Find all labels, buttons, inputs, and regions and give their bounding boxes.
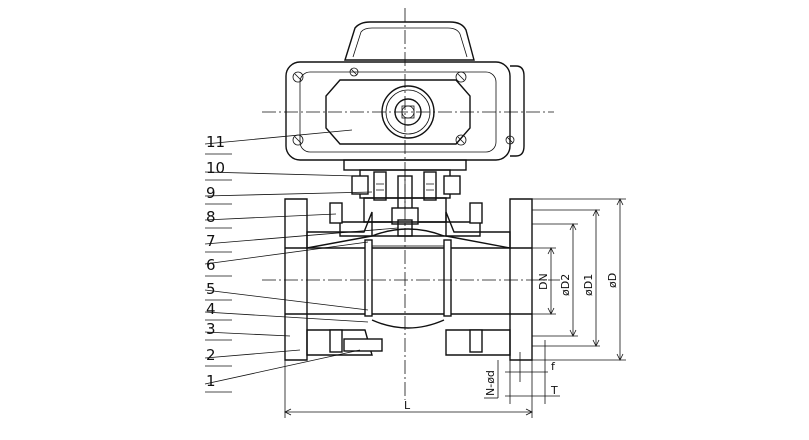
part-label-7: 7 bbox=[206, 232, 216, 250]
leader-lines bbox=[204, 129, 399, 393]
part-label-3: 3 bbox=[206, 320, 216, 338]
part-label-10: 10 bbox=[206, 159, 225, 177]
part-label-6: 6 bbox=[206, 256, 216, 274]
dimension-labels: DN øD2 øD1 øD N-ød f T L bbox=[404, 273, 619, 412]
electric-actuator bbox=[285, 21, 525, 171]
part-label-5: 5 bbox=[206, 280, 216, 298]
dim-label-f: f bbox=[551, 360, 556, 373]
part-label-9: 9 bbox=[206, 184, 216, 202]
dim-label-d: øD bbox=[606, 273, 619, 288]
part-label-11: 11 bbox=[206, 133, 225, 151]
part-label-2: 2 bbox=[206, 346, 216, 364]
dim-label-d1: øD1 bbox=[582, 274, 595, 296]
part-label-4: 4 bbox=[206, 300, 216, 318]
dim-label-n-d: N-ød bbox=[484, 370, 497, 396]
ball-and-seats bbox=[364, 228, 452, 329]
part-labels: 11 10 9 8 7 6 5 4 3 2 1 bbox=[206, 133, 225, 390]
dim-label-dn: DN bbox=[537, 273, 550, 290]
dim-label-t: T bbox=[550, 384, 558, 397]
dimension-lines bbox=[284, 198, 626, 418]
part-label-1: 1 bbox=[206, 372, 216, 390]
dim-label-d2: øD2 bbox=[559, 274, 572, 296]
dim-label-l: L bbox=[404, 399, 411, 412]
part-label-8: 8 bbox=[206, 208, 216, 226]
center-lines bbox=[262, 8, 560, 400]
